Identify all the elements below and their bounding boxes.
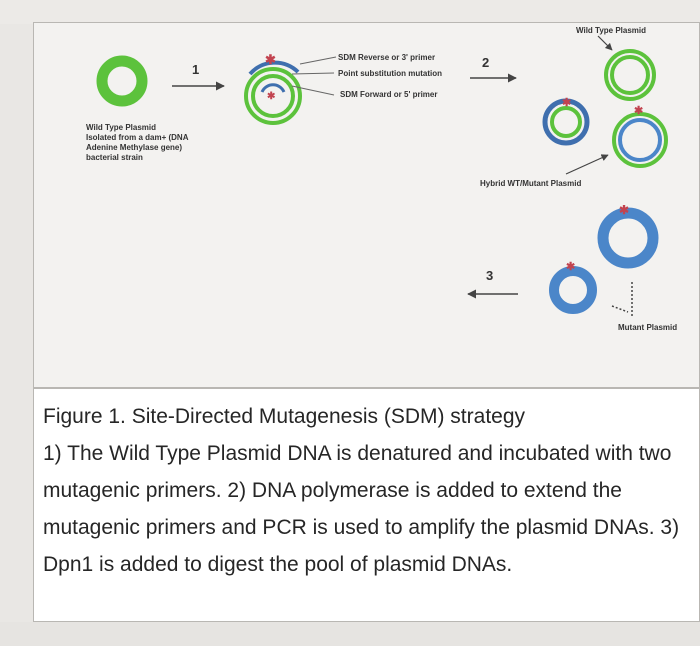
reverse-primer-label: SDM Reverse or 3' primer xyxy=(338,53,435,62)
sdm-diagram: Wild Type Plasmid Isolated from a dam+ (… xyxy=(86,26,677,332)
figure-caption: Figure 1. Site-Directed Mutagenesis (SDM… xyxy=(43,398,695,583)
svg-text:Isolated from a dam+ (DNA: Isolated from a dam+ (DNA xyxy=(86,133,189,142)
hybrid-plasmid-icon: ✱ xyxy=(542,97,590,146)
mutation-pointer xyxy=(291,72,335,75)
hybrid-pointer xyxy=(565,154,609,175)
mutant-label: Mutant Plasmid xyxy=(618,323,677,332)
mutant-plasmid-icon-2: ✱ xyxy=(549,261,597,314)
step-2-label: 2 xyxy=(482,55,489,70)
svg-text:✱: ✱ xyxy=(634,105,643,117)
reverse-primer-pointer xyxy=(299,56,337,65)
wild-type-plasmid-icon xyxy=(96,55,148,107)
caption-title: Figure 1. Site-Directed Mutagenesis (SDM… xyxy=(43,405,526,428)
hybrid-plasmid-icon-2: ✱ xyxy=(612,105,668,168)
svg-text:Wild Type Plasmid: Wild Type Plasmid xyxy=(86,123,156,132)
step-1-label: 1 xyxy=(192,62,199,77)
svg-text:✱: ✱ xyxy=(267,91,276,102)
forward-primer-icon xyxy=(260,83,286,93)
svg-text:✱: ✱ xyxy=(562,97,571,109)
svg-text:Adenine Methylase gene): Adenine Methylase gene) xyxy=(86,143,182,152)
svg-text:bacterial strain: bacterial strain xyxy=(86,153,143,162)
wild-type-label: Wild Type Plasmid xyxy=(576,26,646,35)
hybrid-label: Hybrid WT/Mutant Plasmid xyxy=(480,179,581,188)
bottom-strip xyxy=(0,622,700,646)
forward-primer-label: SDM Forward or 5' primer xyxy=(340,90,437,99)
mutant-plasmid-icon: ✱ xyxy=(597,203,659,269)
reverse-primer-icon xyxy=(248,60,300,76)
svg-text:✱: ✱ xyxy=(566,261,575,273)
denatured-plasmid-icon: ✱ ✱ xyxy=(244,52,302,125)
caption-body: 1) The Wild Type Plasmid DNA is denature… xyxy=(43,442,680,576)
forward-primer-pointer xyxy=(291,85,335,96)
top-strip xyxy=(0,0,700,24)
left-plasmid-label: Wild Type Plasmid Isolated from a dam+ (… xyxy=(86,123,189,162)
wild-type-product-plasmid-icon xyxy=(604,49,656,101)
svg-text:✱: ✱ xyxy=(619,203,629,217)
wild-type-pointer xyxy=(597,35,613,51)
svg-text:✱: ✱ xyxy=(265,52,276,67)
mutation-label: Point substitution mutation xyxy=(338,69,442,78)
step-3-label: 3 xyxy=(486,268,493,283)
